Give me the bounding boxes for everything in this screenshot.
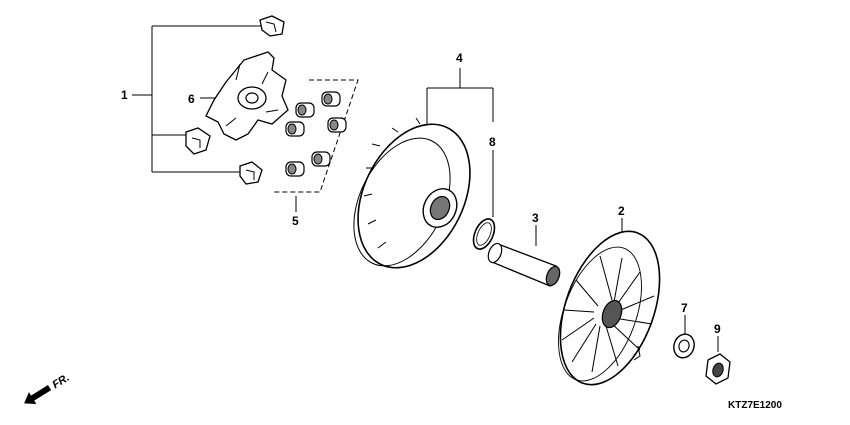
diagram-code: KTZ7E1200 <box>728 400 782 411</box>
nut-part <box>705 353 731 385</box>
slide-piece-top <box>259 15 285 37</box>
ramp-plate-part <box>205 51 289 141</box>
callout-7: 7 <box>681 301 688 315</box>
drive-face-fan-part <box>558 230 661 386</box>
drive-face-collar-part <box>487 242 561 287</box>
roller <box>311 151 331 167</box>
roller <box>327 117 347 133</box>
callout-4: 4 <box>456 51 463 65</box>
roller-set-dashed-bracket <box>272 79 359 193</box>
weight-rollers-part <box>285 91 347 177</box>
leader-lines <box>132 25 719 352</box>
callout-6: 6 <box>188 92 195 106</box>
callout-8: 8 <box>489 135 496 149</box>
roller <box>321 91 341 107</box>
slide-piece-bottom <box>239 161 263 185</box>
roller <box>295 102 315 118</box>
snap-ring-part <box>472 218 496 250</box>
callout-3: 3 <box>532 211 539 225</box>
roller <box>285 161 305 177</box>
callout-2: 2 <box>618 204 625 218</box>
callout-labels: 1 2 3 4 5 6 7 8 9 <box>121 51 721 336</box>
callout-1: 1 <box>121 88 128 102</box>
roller <box>285 121 305 137</box>
callout-9: 9 <box>714 322 721 336</box>
movable-drive-face-part <box>353 117 471 269</box>
front-direction-arrow: FR. <box>24 372 72 405</box>
washer-part <box>673 333 695 359</box>
callout-5: 5 <box>292 214 299 228</box>
arrow-icon <box>24 384 52 405</box>
front-direction-label: FR. <box>50 372 71 392</box>
slide-piece-middle <box>185 127 211 155</box>
